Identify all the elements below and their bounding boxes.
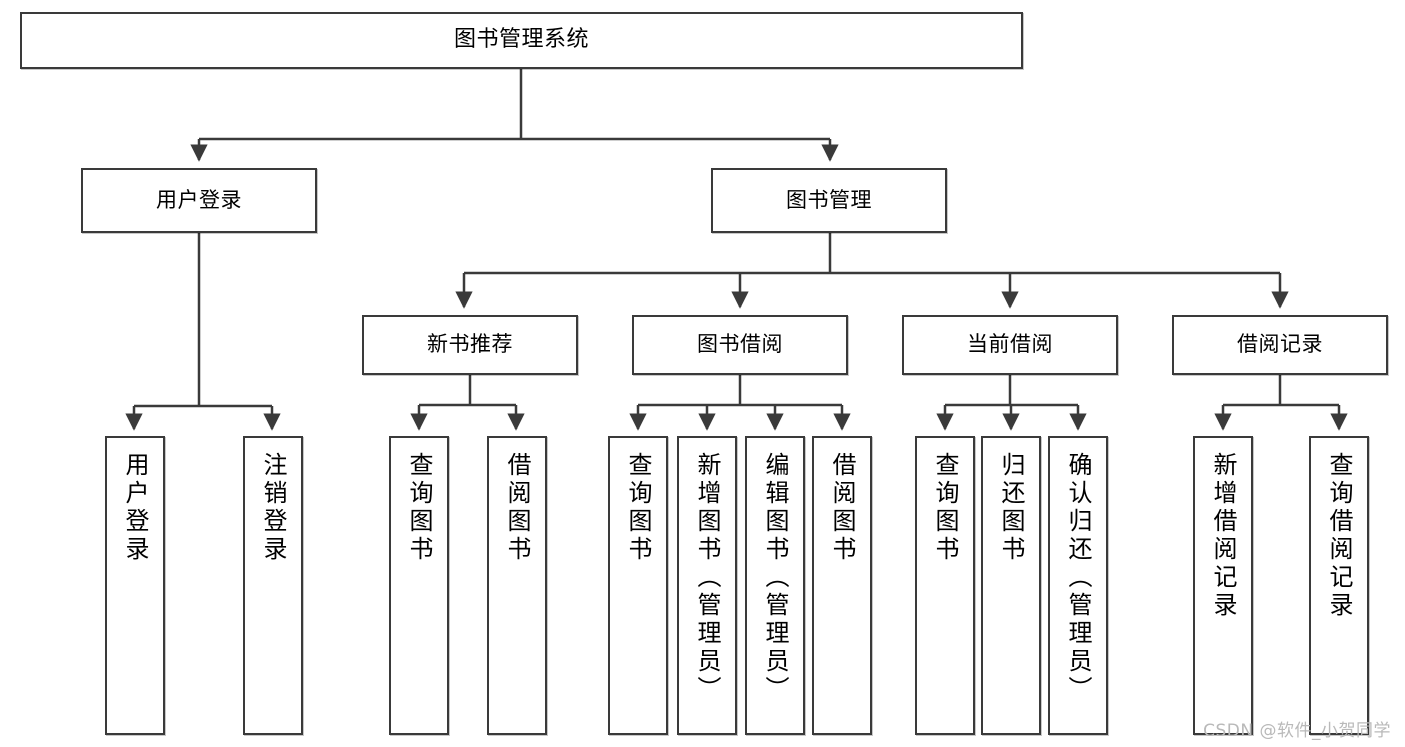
leaf-query-book-borrow[interactable]: 查询图书 [608, 436, 668, 735]
node-book-management-label: 图书管理 [786, 187, 872, 212]
leaf-confirm-return-admin[interactable]: 确认归还（管理员） [1048, 436, 1108, 735]
node-user-login[interactable]: 用户登录 [81, 168, 317, 233]
node-root-label: 图书管理系统 [453, 27, 589, 53]
node-current-borrow-label: 当前借阅 [967, 332, 1053, 357]
node-book-management[interactable]: 图书管理 [711, 168, 947, 233]
leaf-query-book-current-label: 查询图书 [931, 452, 959, 564]
leaf-borrow-book-newbook-label: 借阅图书 [503, 452, 531, 564]
node-new-book-recommend-label: 新书推荐 [427, 332, 513, 357]
leaf-user-login-label: 用户登录 [121, 452, 149, 564]
leaf-add-book-admin-label: 新增图书（管理员） [693, 452, 721, 704]
leaf-query-book-newbook-label: 查询图书 [405, 452, 433, 564]
leaf-borrow-book-newbook[interactable]: 借阅图书 [487, 436, 547, 735]
node-book-borrow[interactable]: 图书借阅 [632, 315, 848, 375]
node-current-borrow[interactable]: 当前借阅 [902, 315, 1118, 375]
leaf-add-book-admin[interactable]: 新增图书（管理员） [677, 436, 737, 735]
leaf-return-book[interactable]: 归还图书 [981, 436, 1041, 735]
leaf-borrow-book-label: 借阅图书 [828, 452, 856, 564]
node-borrow-record[interactable]: 借阅记录 [1172, 315, 1388, 375]
leaf-edit-book-admin-label: 编辑图书（管理员） [761, 452, 789, 704]
leaf-query-book-current[interactable]: 查询图书 [915, 436, 975, 735]
node-book-borrow-label: 图书借阅 [697, 332, 783, 357]
leaf-edit-book-admin[interactable]: 编辑图书（管理员） [745, 436, 805, 735]
leaf-query-book-borrow-label: 查询图书 [624, 452, 652, 564]
leaf-query-book-newbook[interactable]: 查询图书 [389, 436, 449, 735]
leaf-borrow-book[interactable]: 借阅图书 [812, 436, 872, 735]
leaf-confirm-return-admin-label: 确认归还（管理员） [1064, 452, 1092, 704]
leaf-return-book-label: 归还图书 [997, 452, 1025, 564]
leaf-user-login[interactable]: 用户登录 [105, 436, 165, 735]
leaf-user-logout[interactable]: 注销登录 [243, 436, 303, 735]
node-root[interactable]: 图书管理系统 [20, 12, 1023, 69]
leaf-query-borrow-record[interactable]: 查询借阅记录 [1309, 436, 1369, 735]
leaf-user-logout-label: 注销登录 [259, 452, 287, 564]
csdn-watermark: CSDN @软件_小贺同学 [1203, 721, 1391, 741]
node-new-book-recommend[interactable]: 新书推荐 [362, 315, 578, 375]
node-borrow-record-label: 借阅记录 [1237, 332, 1323, 357]
leaf-add-borrow-record[interactable]: 新增借阅记录 [1193, 436, 1253, 735]
leaf-add-borrow-record-label: 新增借阅记录 [1209, 452, 1237, 620]
node-user-login-label: 用户登录 [156, 187, 242, 212]
leaf-query-borrow-record-label: 查询借阅记录 [1325, 452, 1353, 620]
